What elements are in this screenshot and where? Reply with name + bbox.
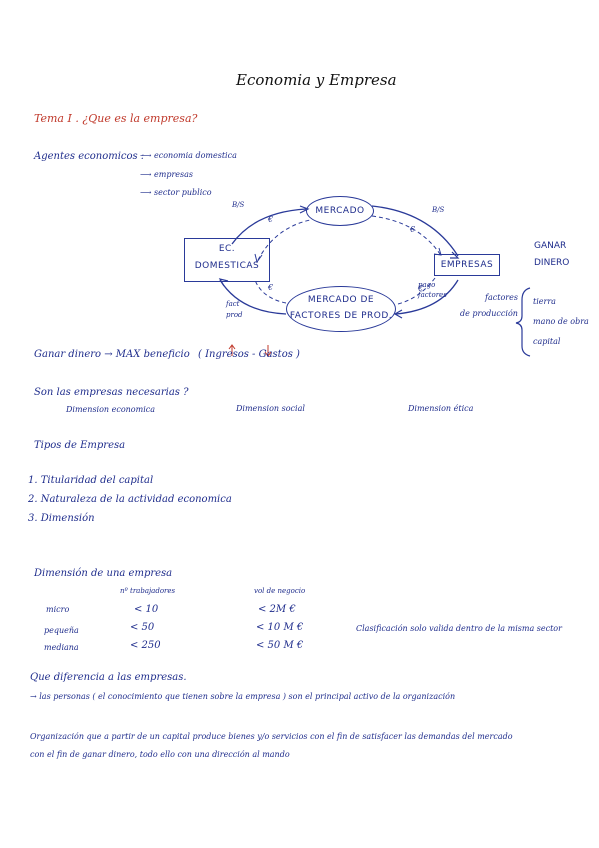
fact-line: fact — [226, 300, 240, 308]
ganar-line: DINERO — [534, 258, 570, 268]
mercado-ellipse: MERCADO — [306, 196, 374, 226]
ec-line: DOMESTICAS — [194, 261, 260, 271]
arrowhead — [393, 309, 403, 319]
row-trab: < 50 — [130, 622, 155, 633]
factor-item: capital — [533, 337, 561, 346]
money-arc-top-right — [371, 215, 441, 255]
row-name: pequeña — [44, 626, 79, 635]
ingresos-arrow — [228, 344, 236, 356]
pago-line: pago — [418, 281, 436, 289]
ganar-line: GANAR — [534, 241, 567, 251]
fact-prod-label: fact prod — [226, 299, 243, 321]
necesarias-question: Son las empresas necesarias ? — [34, 387, 189, 398]
factores-line: factores — [485, 293, 518, 302]
pago-line: factores — [418, 291, 447, 299]
definicion-line: Organización que a partir de un capital … — [30, 732, 513, 741]
euro-label: € — [410, 225, 416, 234]
dimension-label: Dimension economica — [66, 405, 156, 414]
dimension-label: Dimension social — [236, 404, 305, 413]
empresas-box: EMPRESAS — [434, 254, 500, 276]
diferencia-answer: → las personas ( el conocimiento que tie… — [30, 692, 456, 701]
ganar-dinero-text: Ganar dinero → MAX beneficio — [34, 349, 190, 360]
agentes-item-text: sector publico — [154, 188, 212, 197]
flow-arc-bottom-right — [395, 279, 459, 315]
row-vol: < 10 M € — [256, 622, 304, 633]
factors-brace — [515, 287, 531, 357]
definicion-line: con el fin de ganar dinero, todo ello co… — [30, 750, 290, 759]
col-header: nº trabajadores — [120, 587, 176, 595]
agentes-label: Agentes economicos : — [34, 151, 145, 162]
euro-label: € — [418, 284, 424, 293]
agentes-item: ⟶ economia domestica — [140, 151, 237, 160]
bs-label: B/S — [432, 206, 445, 214]
dimension-heading: Dimensión de una empresa — [34, 568, 173, 579]
dimension-label: Dimension ética — [408, 404, 474, 413]
col-header: vol de negocio — [254, 587, 306, 595]
arrowhead — [218, 278, 229, 287]
row-name: mediana — [44, 643, 79, 652]
mf-line: MERCADO DE — [307, 295, 375, 305]
euro-label: € — [268, 215, 274, 224]
agentes-item-text: economia domestica — [154, 151, 237, 160]
diferencia-question: Que diferencia a las empresas. — [30, 672, 187, 683]
ganar-dinero-label: GANAR DINERO — [534, 238, 569, 272]
ec-line: EC. — [218, 244, 236, 254]
factores-list: tierra mano de obra capital — [533, 292, 589, 352]
tipos-item: 2. Naturaleza de la actividad economica — [28, 494, 232, 505]
tema-heading: Tema I . ¿Que es la empresa? — [34, 112, 198, 125]
row-vol: < 2M € — [258, 604, 296, 615]
row-trab: < 10 — [134, 604, 159, 615]
gastos-arrow — [264, 345, 272, 357]
euro-label: € — [268, 283, 274, 292]
row-name: micro — [46, 605, 70, 614]
agentes-item: ⟶ empresas — [140, 170, 193, 179]
agentes-item-text: empresas — [154, 170, 193, 179]
tipos-heading: Tipos de Empresa — [34, 440, 126, 451]
bs-label: B/S — [232, 201, 245, 209]
factores-produccion-label: factores de producción — [460, 290, 518, 322]
flow-arc-top-left — [231, 208, 307, 245]
clasificacion-note: Clasificación solo valida dentro de la m… — [356, 624, 562, 633]
pago-factores-label: pago factores — [418, 280, 447, 300]
tipos-item: 3. Dimensión — [28, 513, 95, 524]
money-arc-bottom-right — [397, 277, 436, 305]
ec-domesticas-box: EC. DOMESTICAS — [184, 238, 270, 282]
factores-line: de producción — [460, 309, 518, 318]
flow-arc-top-right — [371, 205, 459, 257]
money-arc-bottom-left — [254, 279, 287, 304]
page-title: Economia y Empresa — [236, 71, 397, 89]
factor-item: mano de obra — [533, 317, 589, 326]
factor-item: tierra — [533, 297, 556, 306]
row-trab: < 250 — [130, 640, 161, 651]
ganar-dinero-formula: ( Ingresos - Gastos ) — [198, 349, 300, 360]
fact-line: prod — [226, 311, 243, 319]
mf-line: FACTORES DE PROD. — [289, 311, 393, 321]
tipos-item: 1. Titularidad del capital — [28, 475, 154, 486]
row-vol: < 50 M € — [256, 640, 304, 651]
mercado-factores-ellipse: MERCADO DE FACTORES DE PROD. — [286, 286, 396, 332]
arrowhead — [254, 253, 263, 264]
agentes-item: ⟶ sector publico — [140, 188, 212, 197]
